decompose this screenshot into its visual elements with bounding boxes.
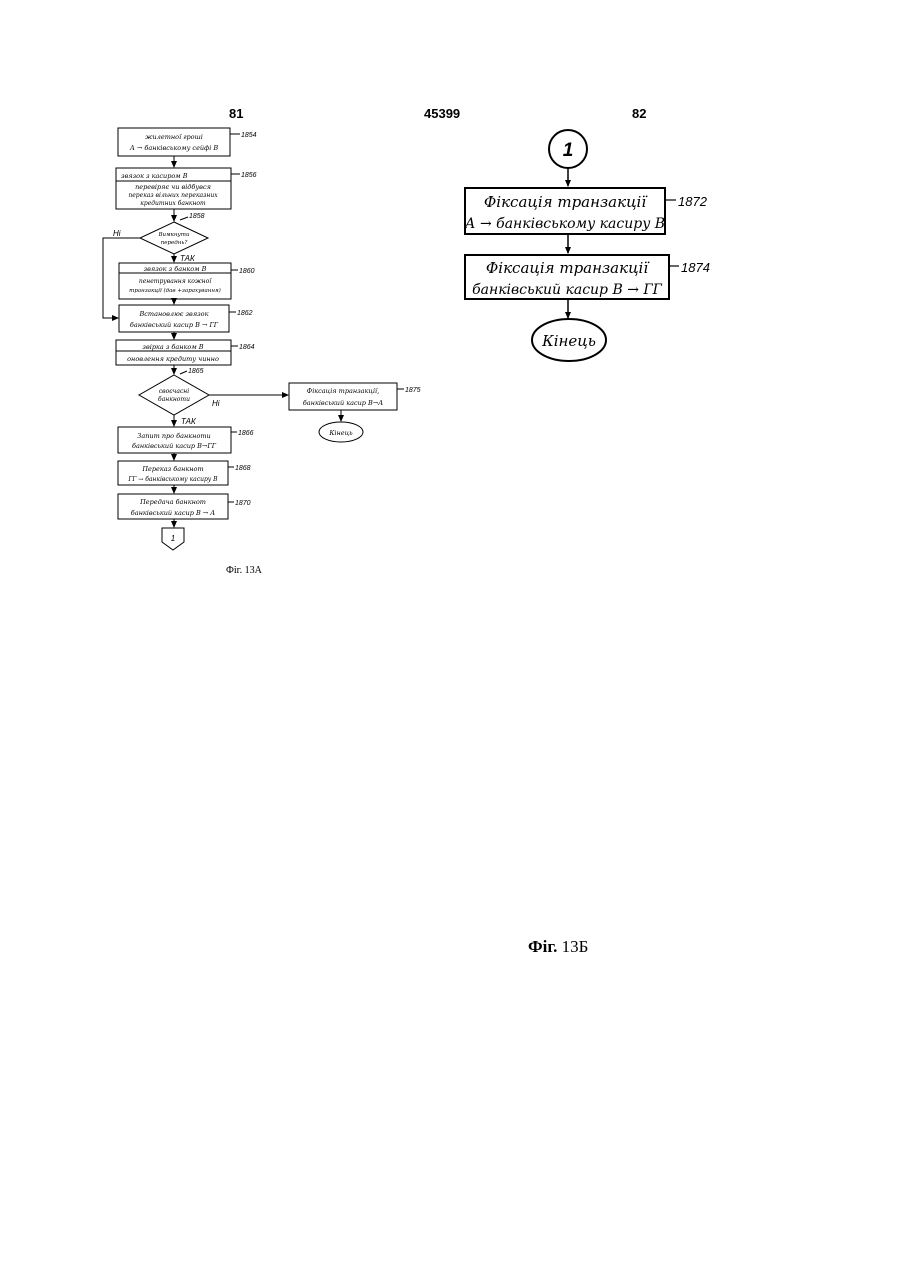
box-1872-line-2: А → банківському касиру В bbox=[464, 216, 665, 232]
ref-tick bbox=[180, 371, 187, 374]
box-1875-line-2: банківський касир В→А bbox=[303, 399, 383, 407]
fig-13a-text: жилетної грошi А → банківському сейфі В … bbox=[113, 132, 421, 543]
decision-1858 bbox=[140, 222, 208, 254]
ref-1860: 1860 bbox=[239, 268, 255, 275]
decision-1858-yes: ТАК bbox=[180, 254, 196, 263]
box-1870-line-2: банківський касир В → А bbox=[131, 509, 216, 517]
box-1875-line-1: Фіксація транзакції, bbox=[307, 387, 379, 395]
box-1868-line-1: Переказ банкнот bbox=[141, 465, 203, 473]
box-1870-line-1: Передача банкнот bbox=[139, 498, 206, 506]
ref-1856: 1856 bbox=[241, 172, 257, 179]
fig-13b-caption: Фіг. 13Б bbox=[528, 937, 588, 957]
box-1856-line-1: звязок з касиром В bbox=[121, 172, 188, 180]
ref-1870: 1870 bbox=[235, 500, 251, 507]
ref-1875: 1875 bbox=[405, 387, 421, 394]
box-1856-line-2: перевіряє чи відбувся bbox=[135, 183, 211, 191]
connector-pentagon-label: 1 bbox=[171, 534, 175, 543]
ref-1854: 1854 bbox=[241, 132, 257, 139]
decision-1858-no: Ні bbox=[113, 229, 121, 238]
end-label: Кінець bbox=[541, 332, 596, 350]
box-1866-line-2: банківський касир В→ГГ bbox=[132, 442, 217, 450]
box-1854-line-1: жилетної грошi bbox=[145, 133, 203, 141]
box-1864-line-1: звірка з банком В bbox=[142, 343, 203, 351]
no-loop-arrow bbox=[103, 238, 140, 318]
fig-13b-caption-number: 13Б bbox=[562, 937, 589, 956]
ref-1874: 1874 bbox=[681, 260, 710, 275]
decision-1858-line-2: переднь? bbox=[161, 240, 188, 246]
decision-1865-no: Ні bbox=[212, 399, 220, 408]
box-1856-line-4: кредитних банкнот bbox=[140, 200, 206, 207]
box-1862-line-1: Встановлює звязок bbox=[139, 310, 209, 318]
box-1854-line-2: А → банківському сейфі В bbox=[129, 144, 218, 152]
decision-1865-line-1: своєчасні bbox=[159, 388, 189, 395]
fig-13b-caption-word: Фіг. bbox=[528, 937, 557, 956]
ref-tick bbox=[180, 217, 188, 220]
fig-13a-caption: Фіг. 13А bbox=[226, 565, 262, 576]
fig-13b-text: 1 Фіксація транзакції А → банківському к… bbox=[464, 140, 710, 350]
box-1860-line-2: пенетрування кожної bbox=[139, 278, 212, 285]
end-small-label: Кінець bbox=[328, 429, 353, 437]
box-1872-line-1: Фіксація транзакції bbox=[484, 193, 649, 211]
ref-1862: 1862 bbox=[237, 310, 253, 317]
box-1874-line-2: банківський касир В → ГГ bbox=[472, 282, 663, 298]
decision-1858-line-1: Вимкнути bbox=[158, 232, 190, 238]
box-1862-line-2: банківський касир В → ГГ bbox=[130, 321, 219, 329]
ref-1865: 1865 bbox=[188, 368, 204, 375]
box-1856-line-3: переказ вільних переказних bbox=[128, 192, 218, 199]
decision-1865-yes: ТАК bbox=[181, 417, 197, 426]
box-1860-line-1: звязок з банком В bbox=[144, 265, 207, 273]
connector-circle-label: 1 bbox=[563, 140, 574, 161]
ref-1868: 1868 bbox=[235, 465, 251, 472]
ref-1866: 1866 bbox=[238, 430, 254, 437]
decision-1865 bbox=[139, 375, 209, 415]
ref-1864: 1864 bbox=[239, 344, 255, 351]
box-1864-line-2: оновлення кредиту чинно bbox=[127, 355, 219, 363]
decision-1865-line-2: банкноти bbox=[158, 396, 190, 403]
box-1860-line-3: транзакції (дав +зарахування) bbox=[129, 287, 221, 294]
box-1868-line-2: ГГ → банківському касиру В bbox=[127, 476, 218, 483]
ref-1858: 1858 bbox=[189, 213, 205, 220]
fig-13b-flowchart bbox=[465, 130, 679, 361]
box-1874-line-1: Фіксація транзакції bbox=[486, 259, 651, 277]
box-1866-line-1: Запит про банкноти bbox=[137, 432, 210, 440]
ref-1872: 1872 bbox=[678, 194, 708, 209]
